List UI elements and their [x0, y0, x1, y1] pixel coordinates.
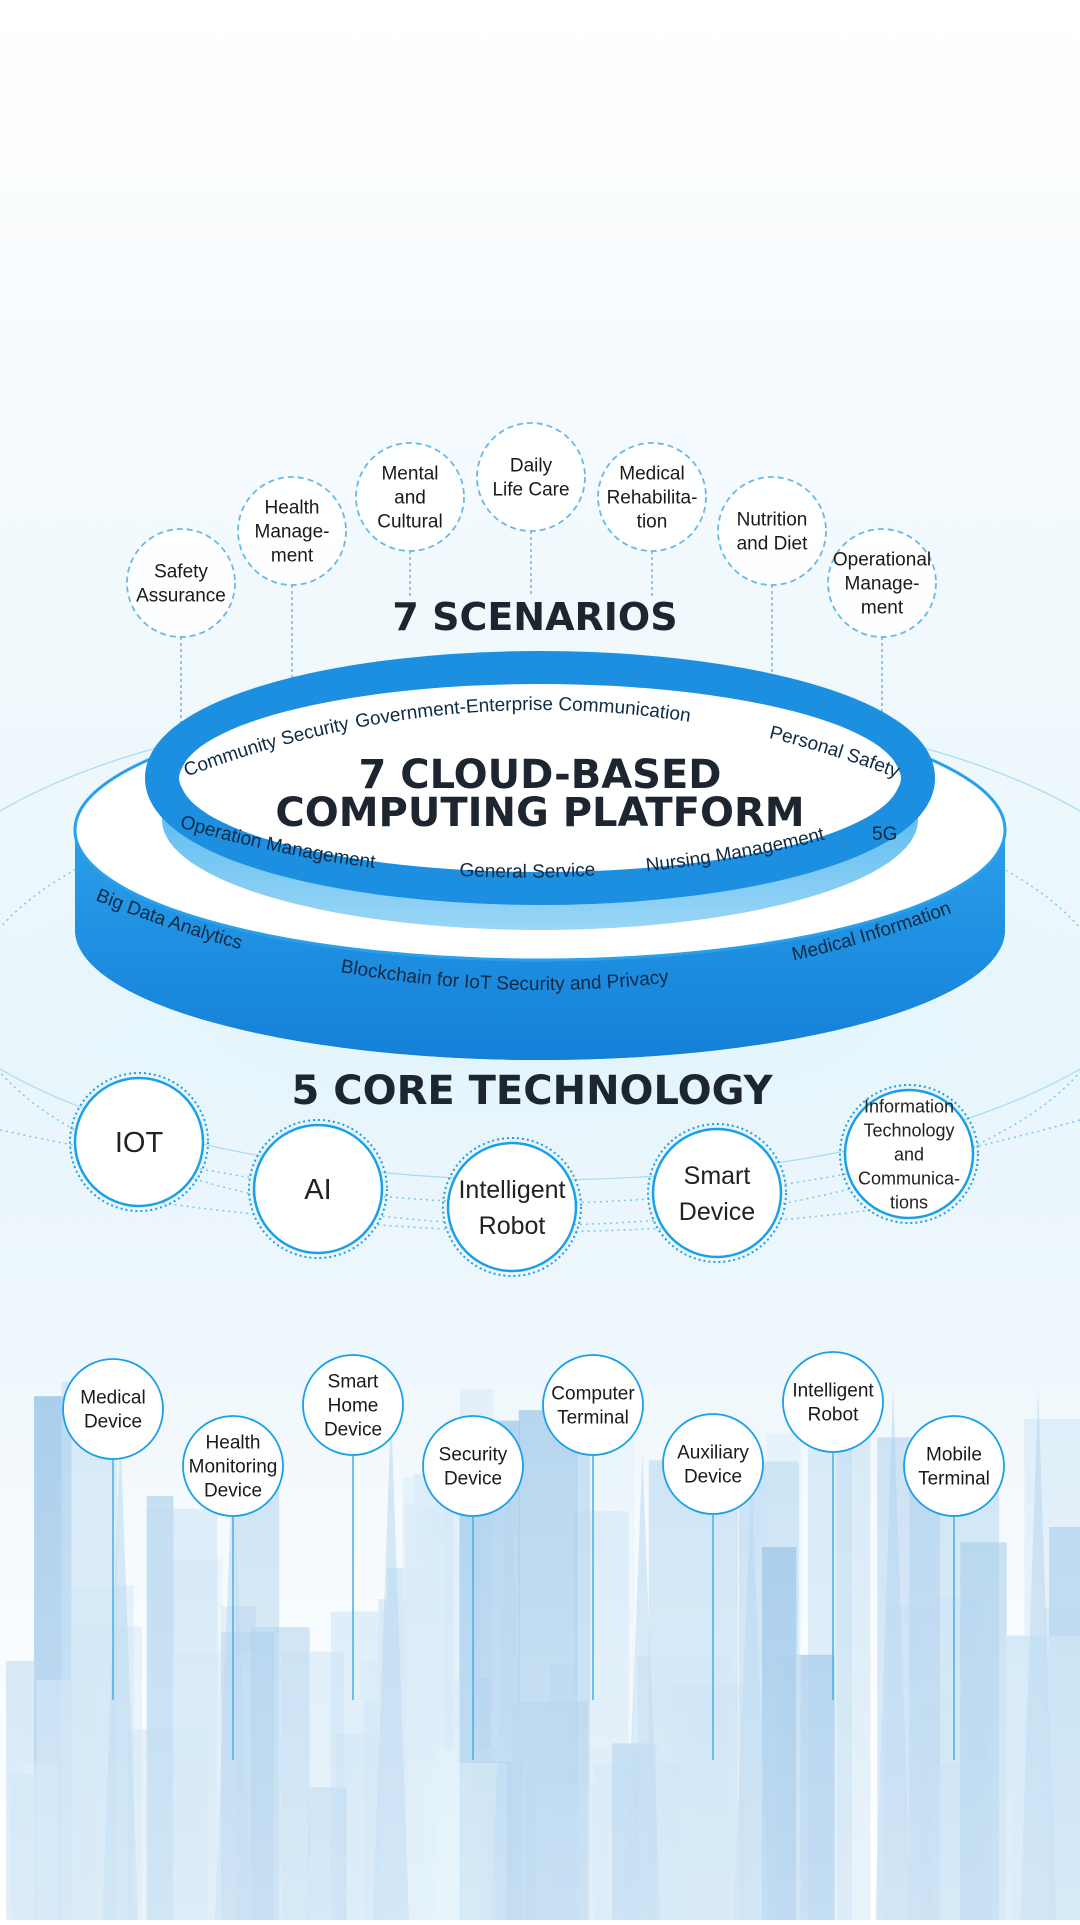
core-circle [448, 1143, 576, 1271]
label-line: Medical [80, 1388, 145, 1409]
label-line: Computer [551, 1384, 635, 1405]
label-line: ment [271, 546, 314, 567]
label-line: Assurance [136, 586, 226, 607]
label-line: Device [444, 1469, 502, 1490]
label-line: Auxiliary [677, 1443, 749, 1464]
device-bubble [783, 1352, 883, 1452]
label-line: Security [439, 1445, 508, 1466]
label-line: Smart [684, 1162, 751, 1190]
label-line: Rehabilita- [607, 488, 698, 509]
label-line: Intelligent [792, 1381, 874, 1402]
label-line: Operational [833, 550, 931, 571]
label-line: Robot [479, 1212, 546, 1240]
label-line: Health [206, 1433, 261, 1454]
label-line: Manage- [255, 522, 330, 543]
device-bubble [423, 1416, 523, 1516]
svg-text:General Service: General Service [459, 860, 596, 883]
device-bubble [663, 1414, 763, 1514]
scenario-bubble [718, 477, 826, 585]
label-line: tions [890, 1192, 928, 1212]
label-line: and [894, 1144, 924, 1164]
label-line: IOT [115, 1127, 164, 1159]
label-line: and Diet [737, 534, 808, 555]
label-line: Technology [863, 1120, 954, 1140]
label-line: Terminal [557, 1408, 629, 1429]
label-line: Device [684, 1467, 742, 1488]
label-line: tion [637, 512, 668, 533]
core-title: 5 CORE TECHNOLOGY [291, 1068, 773, 1114]
label-line: Nutrition [737, 510, 808, 531]
core-circle [653, 1129, 781, 1257]
device-bubble [543, 1355, 643, 1455]
label-line: Intelligent [458, 1176, 565, 1204]
label-line: Health [265, 498, 320, 519]
label-line: ment [861, 598, 904, 619]
label-line: Monitoring [189, 1457, 278, 1478]
label-line: Device [204, 1481, 262, 1502]
label-line: Device [679, 1198, 755, 1226]
label-line: Communica- [858, 1168, 960, 1188]
device-bubble [904, 1416, 1004, 1516]
scenario-bubble [477, 423, 585, 531]
platform-title-line2: COMPUTING PLATFORM [275, 790, 804, 836]
label-line: Information [864, 1096, 954, 1116]
label-line: Mobile [926, 1445, 982, 1466]
scenario-bubble [127, 529, 235, 637]
device-bubble [63, 1359, 163, 1459]
label-line: Life Care [492, 480, 569, 501]
label-line: Medical [619, 464, 684, 485]
ring-label-general-service: General Service [459, 860, 596, 883]
label-line: AI [304, 1174, 331, 1206]
scenarios-title: 7 SCENARIOS [392, 595, 677, 639]
label-line: Device [324, 1420, 382, 1441]
label-line: Terminal [918, 1469, 990, 1490]
label-line: Robot [808, 1405, 859, 1426]
label-line: Smart [328, 1372, 379, 1393]
ring-label-5g: 5G [872, 824, 897, 845]
label-line: Daily [510, 456, 553, 477]
label-line: Safety [154, 562, 208, 583]
label-line: and [394, 488, 426, 509]
label-line: Device [84, 1412, 142, 1433]
label-line: Mental [381, 464, 438, 485]
label-line: Manage- [845, 574, 920, 595]
label-line: Home [328, 1396, 379, 1417]
label-line: Cultural [377, 512, 442, 533]
